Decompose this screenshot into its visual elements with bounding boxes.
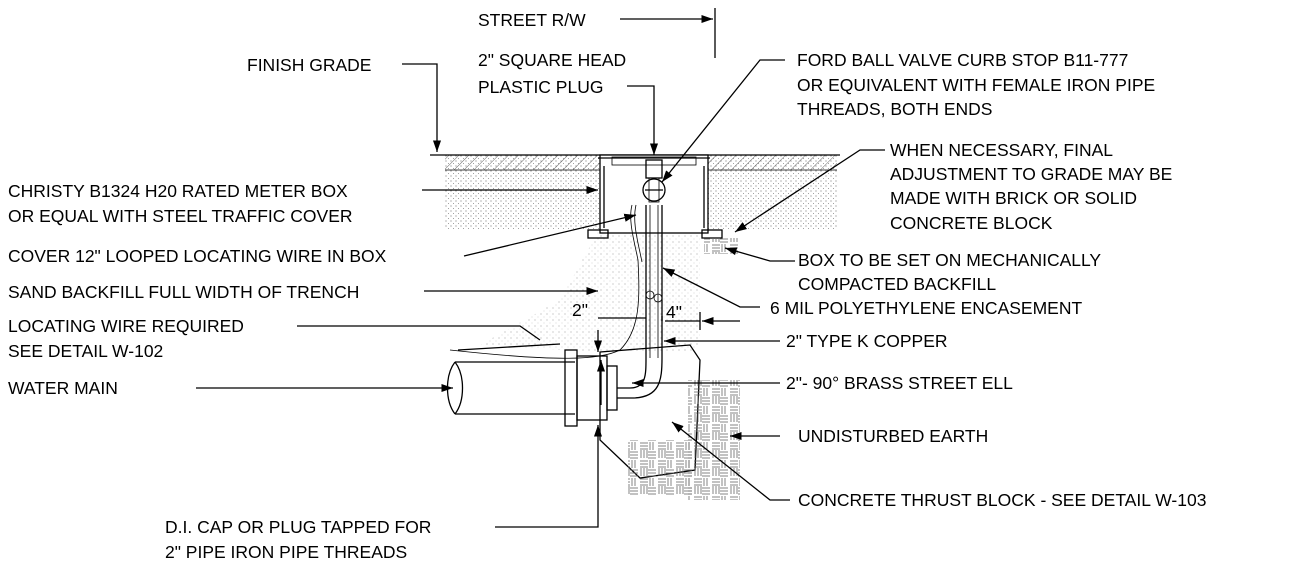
label-plug-line2: PLASTIC PLUG bbox=[478, 77, 603, 97]
label-valve-line1: FORD BALL VALVE CURB STOP B11-777 bbox=[797, 50, 1128, 70]
label-cap-line2: 2" PIPE IRON PIPE THREADS bbox=[165, 542, 407, 562]
label-sand: SAND BACKFILL FULL WIDTH OF TRENCH bbox=[8, 282, 359, 302]
label-earth: UNDISTURBED EARTH bbox=[798, 426, 988, 446]
label-adjust-line2: ADJUSTMENT TO GRADE MAY BE bbox=[890, 164, 1172, 184]
label-adjust-line3: MADE WITH BRICK OR SOLID bbox=[890, 188, 1137, 208]
copper-riser bbox=[645, 205, 663, 358]
label-adjust-line4: CONCRETE BLOCK bbox=[890, 213, 1053, 233]
label-finish-grade: FINISH GRADE bbox=[247, 55, 371, 75]
label-box-set-line2: COMPACTED BACKFILL bbox=[798, 274, 996, 294]
meter-box bbox=[587, 154, 723, 239]
label-wire-cover: COVER 12" LOOPED LOCATING WIRE IN BOX bbox=[8, 246, 387, 266]
undisturbed-earth bbox=[688, 380, 740, 500]
label-poly: 6 MIL POLYETHYLENE ENCASEMENT bbox=[770, 298, 1082, 318]
label-loc-wire-line2: SEE DETAIL W-102 bbox=[8, 341, 163, 361]
leader-lines bbox=[196, 8, 885, 528]
label-meterbox-line1: CHRISTY B1324 H20 RATED METER BOX bbox=[8, 181, 348, 201]
labels: STREET R/W FINISH GRADE 2" SQUARE HEAD P… bbox=[8, 10, 1206, 562]
label-street-rw: STREET R/W bbox=[478, 10, 586, 30]
label-plug-line1: 2" SQUARE HEAD bbox=[478, 50, 626, 70]
label-dim-2: 2" bbox=[572, 300, 588, 320]
label-water-main: WATER MAIN bbox=[8, 378, 118, 398]
label-box-set-line1: BOX TO BE SET ON MECHANICALLY bbox=[798, 250, 1101, 270]
label-meterbox-line2: OR EQUAL WITH STEEL TRAFFIC COVER bbox=[8, 206, 353, 226]
label-copper: 2" TYPE K COPPER bbox=[786, 331, 948, 351]
label-loc-wire-line1: LOCATING WIRE REQUIRED bbox=[8, 316, 244, 336]
label-thrust: CONCRETE THRUST BLOCK - SEE DETAIL W-103 bbox=[798, 490, 1206, 510]
label-valve-line3: THREADS, BOTH ENDS bbox=[797, 99, 992, 119]
water-main-pipe bbox=[446, 343, 663, 427]
brick-support bbox=[704, 238, 738, 254]
sand-backfill bbox=[480, 232, 700, 352]
label-dim-4: 4" bbox=[666, 302, 682, 322]
locating-wire bbox=[449, 204, 640, 359]
label-cap-line1: D.I. CAP OR PLUG TAPPED FOR bbox=[165, 517, 431, 537]
label-adjust-line1: WHEN NECESSARY, FINAL bbox=[890, 140, 1113, 160]
label-ell: 2"- 90° BRASS STREET ELL bbox=[786, 373, 1013, 393]
curb-stop-valve bbox=[642, 159, 666, 203]
label-valve-line2: OR EQUIVALENT WITH FEMALE IRON PIPE bbox=[797, 75, 1155, 95]
